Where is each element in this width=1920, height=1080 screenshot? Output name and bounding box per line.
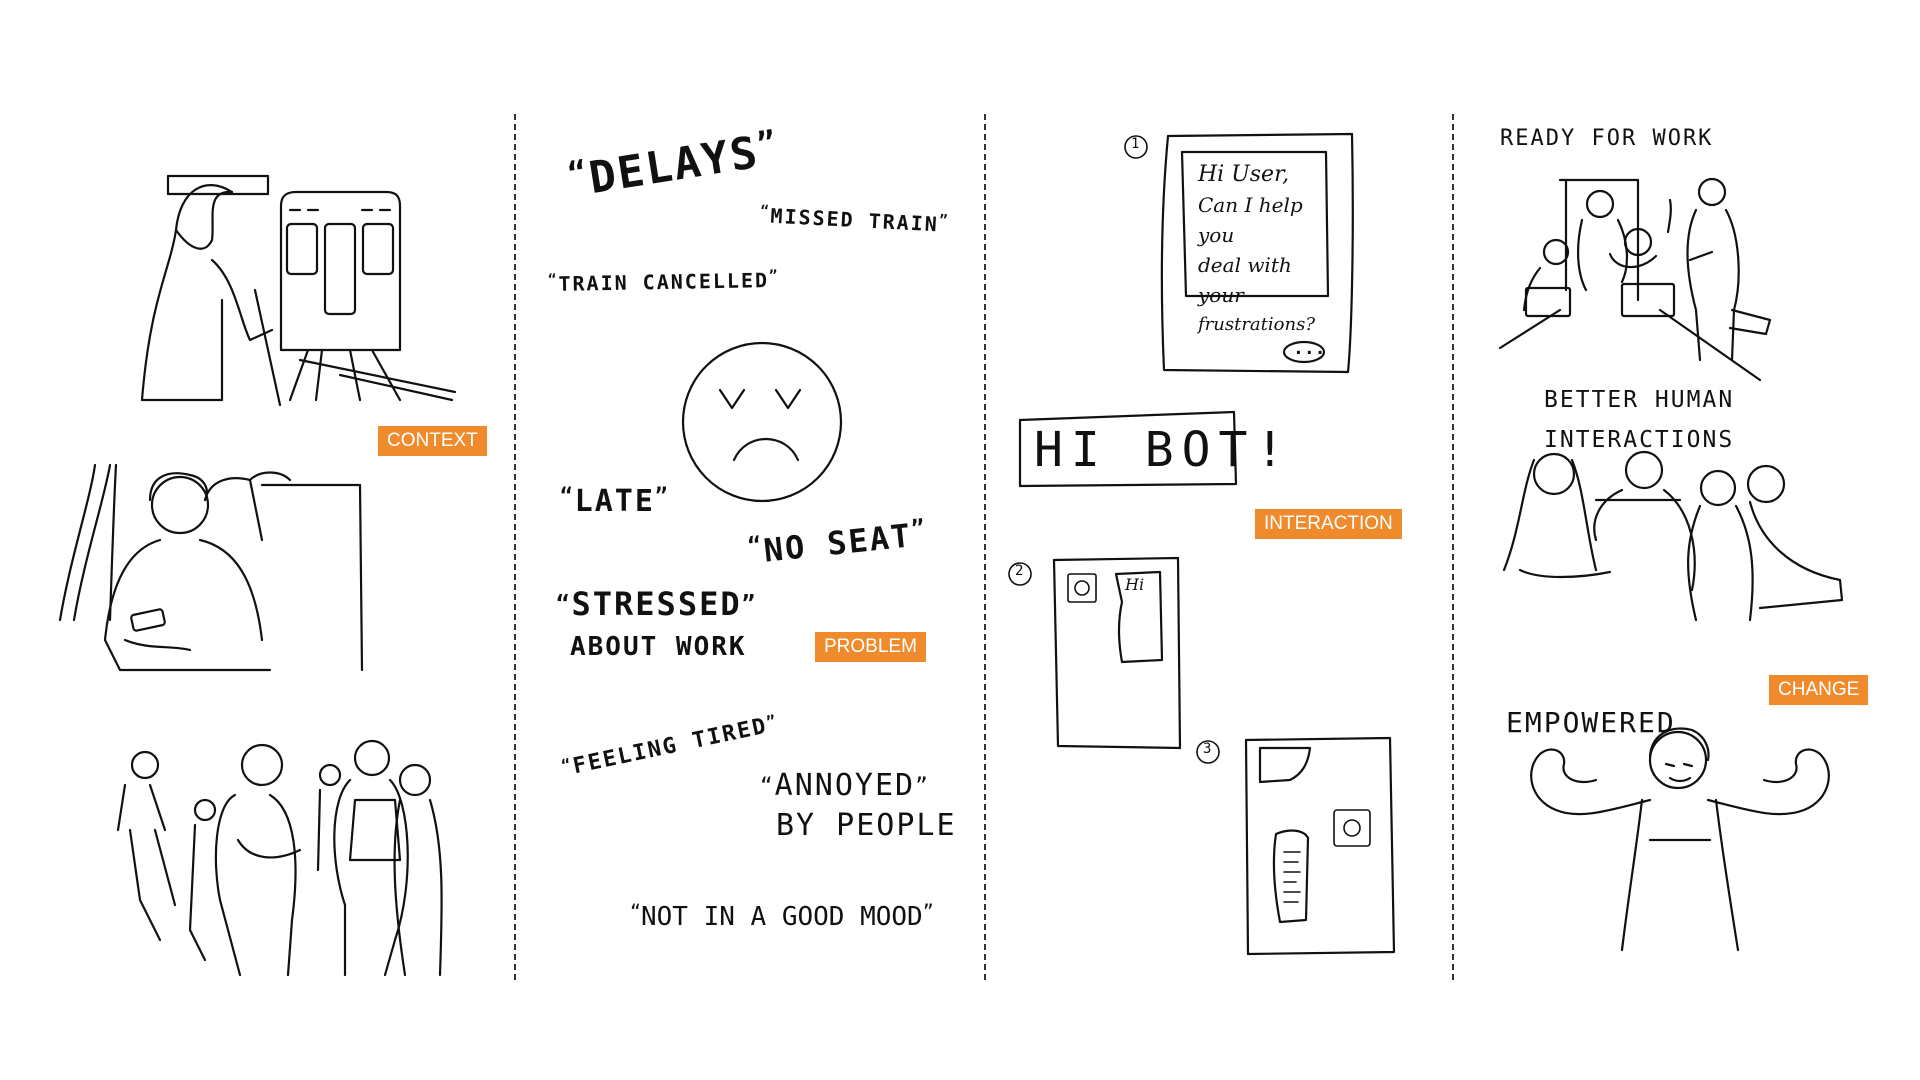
team-meeting-sketch <box>1498 177 1772 382</box>
quote-annoyed-by-people: ANNOYED BY PEOPLE <box>760 766 957 846</box>
bot-message: Hi User, Can I help you deal with your f… <box>1198 160 1315 340</box>
label-better-human-interactions: BETTER HUMAN INTERACTIONS <box>1544 380 1734 460</box>
quote-delays: DELAYS <box>565 124 782 208</box>
quote-not-in-a-good-mood: NOT IN A GOOD MOOD <box>630 902 934 932</box>
divider-1 <box>514 114 516 980</box>
crowd-sketch <box>116 739 443 977</box>
interaction-sketches <box>1008 132 1396 956</box>
annoyed-line-2: BY PEOPLE <box>776 808 957 843</box>
bot-message-line-1: Hi User, <box>1198 162 1290 187</box>
quote-missed-train: MISSED TRAIN <box>760 203 950 237</box>
seated-commuter-sketch <box>58 463 364 672</box>
quote-late: LATE <box>560 484 670 519</box>
label-empowered: EMPOWERED <box>1506 706 1676 739</box>
bot-message-line-4: frustrations? <box>1198 314 1315 335</box>
friends-group-sketch <box>1502 450 1844 622</box>
problem-tag: PROBLEM <box>815 632 926 662</box>
step-1-number: 1 <box>1131 136 1140 152</box>
context-illustrations <box>58 174 457 977</box>
divider-2 <box>984 114 986 980</box>
label-ready-for-work: READY FOR WORK <box>1500 126 1714 151</box>
empowered-woman-sketch <box>1530 727 1830 952</box>
context-tag: CONTEXT <box>378 426 487 456</box>
platform-commuter-sketch <box>140 174 457 407</box>
sad-face-icon <box>681 341 843 503</box>
step-3-number: 3 <box>1203 741 1212 757</box>
quote-no-seat: NO SEAT <box>747 515 930 572</box>
divider-3 <box>1452 114 1454 980</box>
better-line-2: INTERACTIONS <box>1544 427 1735 453</box>
interaction-tag: INTERACTION <box>1255 509 1402 539</box>
hi-bot-greeting: HI BOT! <box>1034 422 1293 478</box>
better-line-1: BETTER HUMAN <box>1544 387 1735 413</box>
quote-feeling-tired: FEELING TIRED <box>560 711 781 781</box>
small-bubble-text: Hi <box>1125 575 1145 594</box>
change-tag: CHANGE <box>1769 675 1869 705</box>
bot-message-line-3: deal with your <box>1198 253 1292 307</box>
step-2-number: 2 <box>1015 563 1024 579</box>
change-illustrations <box>1498 177 1844 952</box>
stressed-line-1: STRESSED <box>556 584 757 624</box>
annoyed-line-1: ANNOYED <box>760 766 930 806</box>
bot-message-line-2: Can I help you <box>1198 193 1303 247</box>
typing-indicator: ... <box>1293 338 1326 359</box>
quote-train-cancelled: TRAIN CANCELLED <box>548 268 780 296</box>
stressed-line-2: ABOUT WORK <box>570 632 747 662</box>
quote-stressed-about-work: STRESSED ABOUT WORK <box>556 584 757 667</box>
